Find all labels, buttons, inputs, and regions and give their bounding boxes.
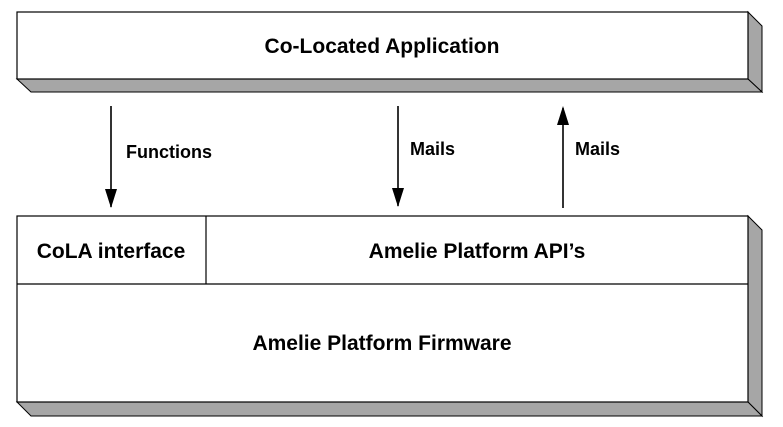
co-located-application-box: Co-Located Application [15, 10, 764, 94]
platform-api-label: Amelie Platform API’s [369, 240, 586, 263]
co-located-application-label: Co-Located Application [265, 35, 500, 58]
functions-label: Functions [126, 142, 212, 162]
cola-interface-label: CoLA interface [37, 240, 186, 263]
mails-up-label: Mails [575, 139, 620, 159]
platform-firmware-label: Amelie Platform Firmware [252, 332, 511, 355]
mails-up-arrow [557, 106, 569, 208]
mails-down-arrow [392, 106, 404, 207]
mails-down-label: Mails [410, 139, 455, 159]
functions-arrow [105, 106, 117, 208]
platform-stack [15, 214, 764, 418]
